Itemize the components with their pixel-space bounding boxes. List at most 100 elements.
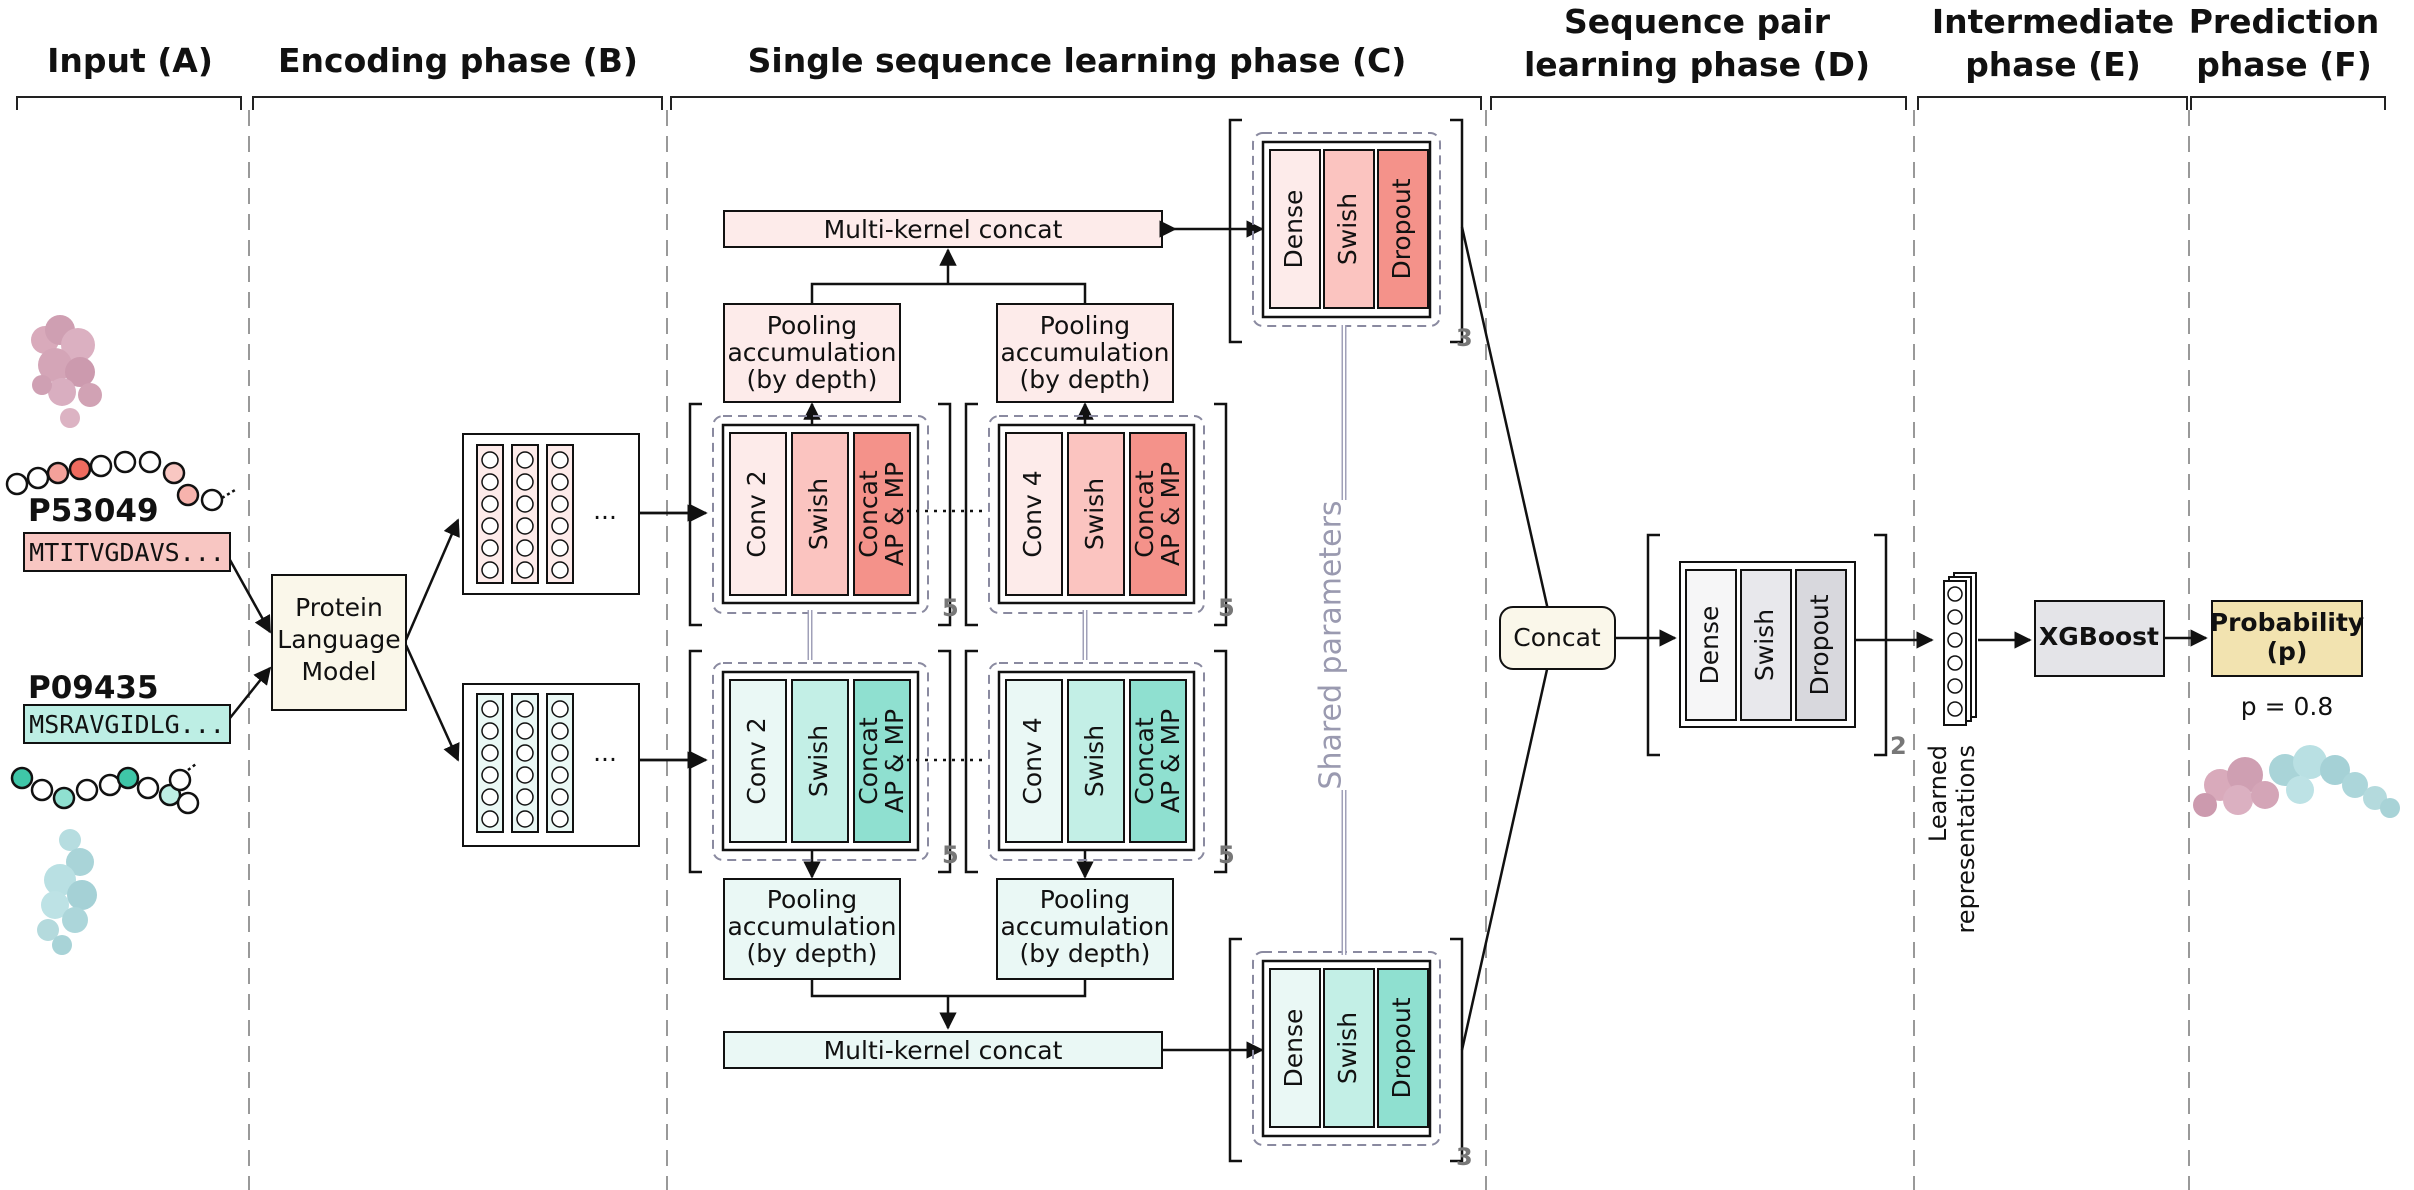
embedding-column <box>476 693 504 833</box>
embedding-cell <box>551 744 569 762</box>
protein-complex-image <box>2193 745 2400 818</box>
pooling-label-l2: accumulation <box>1000 338 1169 367</box>
plm-label-line1: Protein <box>295 593 383 622</box>
swish-label: Swish <box>1080 725 1109 797</box>
embedding-cell <box>481 766 499 784</box>
pooling-label-l1: Pooling <box>1040 885 1130 914</box>
pooling-bottom-left: Pooling accumulation (by depth) <box>723 878 901 980</box>
xgboost-label: XGBoost <box>2039 622 2159 651</box>
bracket-f <box>2190 96 2386 110</box>
pair-repeat-count: 2 <box>1890 732 1907 760</box>
swish-label: Swish <box>1333 1012 1362 1084</box>
embedding-cell <box>551 766 569 784</box>
pooling-label-l2: accumulation <box>727 338 896 367</box>
pooling-bottom-right: Pooling accumulation (by depth) <box>996 878 1174 980</box>
embedding-cell <box>481 473 499 491</box>
pooling-label-l3: (by depth) <box>1020 939 1151 968</box>
dropout-label: Dropout <box>1387 997 1416 1098</box>
embedding-cell <box>516 810 534 828</box>
pooling-label-l2: accumulation <box>1000 912 1169 941</box>
phase-d-title-line1: Sequence pair <box>1564 2 1831 41</box>
embedding-cell <box>481 561 499 579</box>
phase-brackets <box>16 96 2386 110</box>
probability-box <box>2211 600 2363 677</box>
pair-concat-label: Concat <box>1513 623 1601 652</box>
conv-label: Conv 2 <box>742 470 771 557</box>
phase-d-title-line2: learning phase (D) <box>1524 45 1870 84</box>
pooling-label-l1: Pooling <box>767 311 857 340</box>
pair-swish-label: Swish <box>1750 609 1779 681</box>
bracket-d <box>1490 96 1907 110</box>
multi-kernel-concat-top-label: Multi-kernel concat <box>824 215 1063 244</box>
shared-parameters-label: Shared parameters <box>1314 500 1349 789</box>
residue-chain-1 <box>5 450 236 512</box>
probability-value: p = 0.8 <box>2241 692 2333 721</box>
repeat-count: 3 <box>1456 324 1473 352</box>
protein-1-sequence: MTITVGDAVS... <box>29 538 225 567</box>
phase-b-title: Encoding phase (B) <box>278 41 638 80</box>
embedding-cell <box>481 788 499 806</box>
embedding-cell <box>481 744 499 762</box>
concat-label-line2: AP & MP <box>1156 462 1185 566</box>
concat-label-line1: Concat <box>854 717 883 805</box>
probability-label-line2: (p) <box>2267 637 2308 666</box>
embedding-cell <box>516 788 534 806</box>
embedding-cell <box>516 700 534 718</box>
embedding-cell <box>516 766 534 784</box>
swish-label: Swish <box>1333 193 1362 265</box>
embedding-cell <box>516 561 534 579</box>
dense-label: Dense <box>1279 1009 1308 1088</box>
concat-label-line2: AP & MP <box>880 462 909 566</box>
dense-to-concat-lines <box>1460 226 1550 1051</box>
embedding-matrix-2 <box>462 683 640 847</box>
pooling-label-l2: accumulation <box>727 912 896 941</box>
embedding-cell <box>516 539 534 557</box>
embedding-cell <box>551 539 569 557</box>
embedding-cell <box>551 517 569 535</box>
embedding-cell <box>481 722 499 740</box>
pooling-label-l1: Pooling <box>1040 311 1130 340</box>
conv-label: Conv 4 <box>1018 717 1047 804</box>
protein-2-sequence: MSRAVGIDLG... <box>29 710 225 739</box>
repeat-count: 5 <box>942 841 959 869</box>
repeat-count: 5 <box>1218 841 1235 869</box>
bracket-c <box>670 96 1482 110</box>
pooling-label-l1: Pooling <box>767 885 857 914</box>
conv-label: Conv 2 <box>742 717 771 804</box>
plm-label-line2: Language <box>277 625 400 654</box>
pooling-top-right: Pooling accumulation (by depth) <box>996 303 1174 403</box>
embedding-cell <box>481 810 499 828</box>
phase-separators <box>248 110 2190 1190</box>
phase-f-title-line1: Prediction <box>2189 2 2380 41</box>
embedding-cell <box>551 473 569 491</box>
embedding-cell <box>481 700 499 718</box>
embedding-cell <box>551 561 569 579</box>
protein-1-sequence-box <box>23 532 231 572</box>
plm-label-line3: Model <box>301 657 376 686</box>
pooling-label-l3: (by depth) <box>747 939 878 968</box>
embedding-column <box>476 444 504 584</box>
learned-representations-label-line2: representations <box>1952 745 1980 934</box>
embedding-cell <box>551 451 569 469</box>
multi-kernel-concat-bottom <box>723 1031 1163 1069</box>
input-arrows <box>228 559 272 719</box>
shared-parameters-label-bg <box>1320 500 1368 790</box>
pair-dropout-label: Dropout <box>1805 594 1834 695</box>
phase-a-title: Input (A) <box>47 41 213 80</box>
residue-chain-2 <box>10 763 200 815</box>
embedding-cell <box>551 495 569 513</box>
phase-e-title-line1: Intermediate <box>1932 2 2174 41</box>
shared-conv-links-inner <box>809 610 1086 660</box>
swish-label: Swish <box>804 725 833 797</box>
phase-headers: Input (A) Encoding phase (B) Single sequ… <box>47 2 2379 84</box>
pair-dense-label: Dense <box>1695 606 1724 685</box>
protein-2-sequence-box <box>23 704 231 744</box>
dense-label: Dense <box>1279 190 1308 269</box>
pair-dense-block: Dense Swish Dropout <box>1646 533 1888 757</box>
embedding-cell <box>551 722 569 740</box>
